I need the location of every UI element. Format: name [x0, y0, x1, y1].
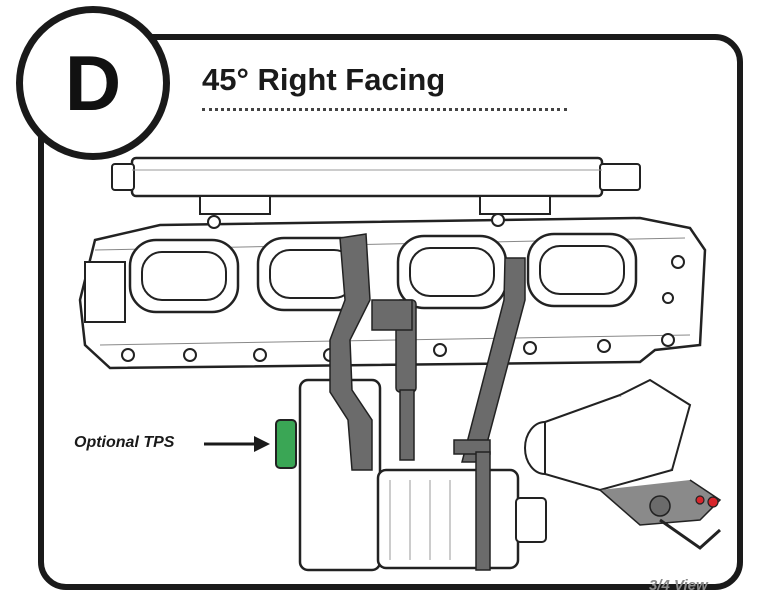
three-quarter-view-inset [524, 378, 722, 550]
side-sensor [84, 261, 126, 323]
page-title: 45° Right Facing [202, 62, 446, 97]
title-underline [202, 108, 567, 111]
section-badge: D [16, 6, 170, 160]
badge-letter: D [64, 38, 122, 127]
throttle-body-manifold [78, 213, 707, 370]
tps-callout-arrow [204, 436, 270, 452]
throttle-bore [396, 234, 508, 310]
throttle-bore [256, 236, 368, 312]
fuel-rail [111, 156, 641, 215]
throttle-bore [526, 232, 638, 308]
tps-callout-label: Optional TPS [74, 434, 175, 451]
actuator-motor [298, 378, 547, 572]
throttle-linkage [329, 233, 526, 571]
view-label: 3/4 View [649, 577, 708, 594]
tps-sensor [275, 419, 297, 469]
throttle-bore [128, 238, 240, 314]
